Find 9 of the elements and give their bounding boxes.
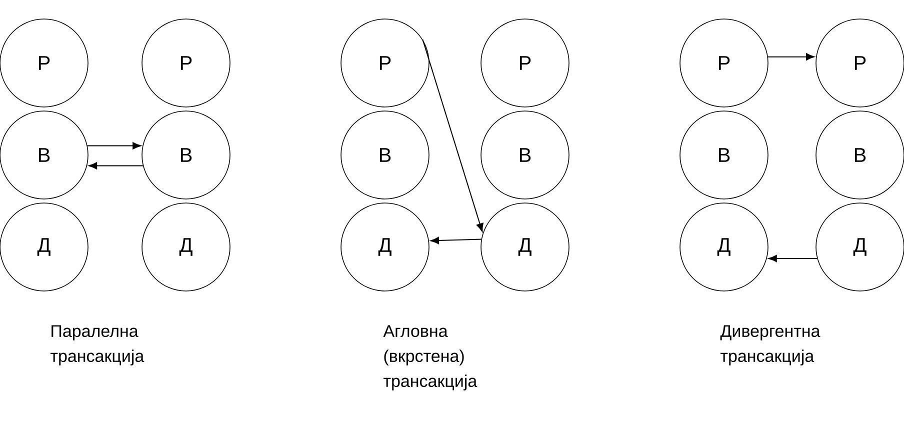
arrow — [768, 254, 818, 262]
arrow — [86, 142, 142, 150]
transaction-caption: Паралелна трансакција — [50, 325, 144, 366]
arrow — [767, 53, 815, 60]
transaction-caption: Агловна (вкрстена) трансакција — [383, 325, 478, 390]
transaction-caption: Дивергентна трансакција — [720, 325, 820, 366]
arrow — [422, 38, 484, 232]
arrow — [430, 236, 482, 244]
arrow — [88, 162, 144, 170]
